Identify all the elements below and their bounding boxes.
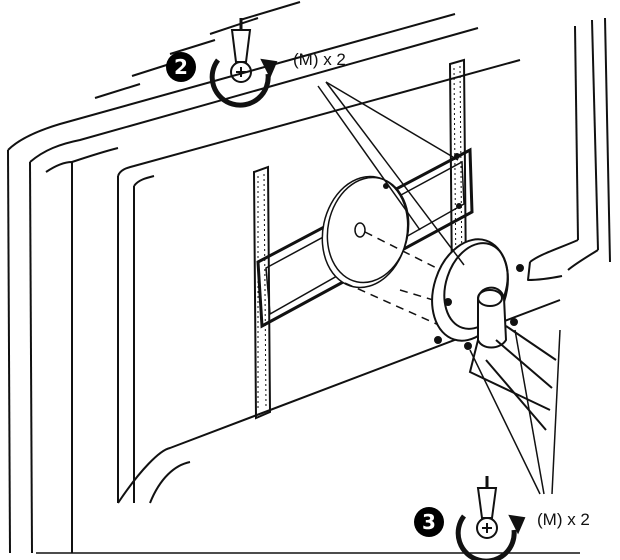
screwdriver-rotate-clockwise-icon <box>455 476 526 560</box>
step-number-badge: 2 <box>166 52 196 82</box>
screwdriver-rotate-clockwise-icon <box>209 18 278 108</box>
leader-lines-bottom <box>469 329 561 495</box>
vertical-rail-left <box>252 165 272 420</box>
leader-lines-top <box>317 81 465 266</box>
screw-quantity-label: (M) x 2 <box>537 510 590 529</box>
step-number-badge: 3 <box>414 507 444 537</box>
screw-quantity-label: (M) x 2 <box>293 50 346 69</box>
swivel-arm-mount <box>431 238 557 431</box>
tv-panel <box>7 1 611 554</box>
